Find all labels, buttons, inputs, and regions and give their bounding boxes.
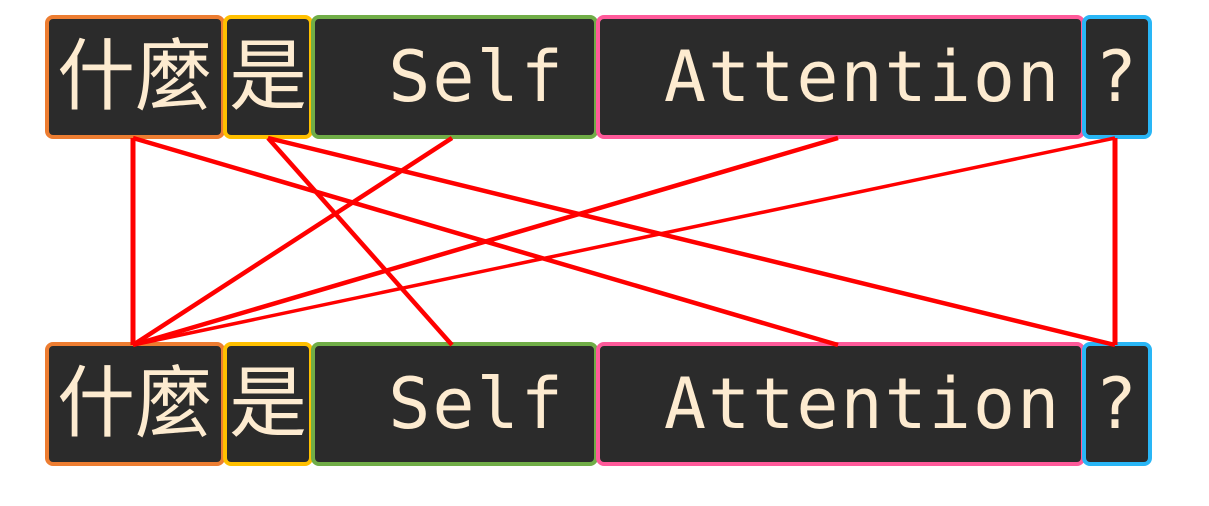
token-label: 是 — [228, 359, 307, 449]
query-token-shi: 是 — [223, 15, 313, 139]
attention-link — [132, 136, 1116, 347]
token-label: 什麼 — [56, 32, 213, 122]
attention-link — [132, 135, 839, 348]
query-token-question-mark: ? — [1082, 15, 1152, 139]
token-label: ? — [1094, 36, 1140, 118]
key-token-shenme: 什麼 — [45, 342, 225, 466]
key-token-question-mark: ? — [1082, 342, 1152, 466]
token-label: 是 — [228, 32, 307, 122]
token-label: Self — [344, 36, 565, 118]
attention-link — [131, 136, 454, 347]
attention-link — [267, 135, 1116, 348]
token-label: ? — [1094, 363, 1140, 445]
attention-link — [132, 135, 839, 348]
token-label: Attention — [619, 363, 1062, 445]
key-token-shi: 是 — [223, 342, 313, 466]
query-token-row: 什麼 是 Self Attention ? — [0, 15, 1209, 139]
key-token-row: 什麼 是 Self Attention ? — [0, 342, 1209, 466]
token-label: Self — [344, 363, 565, 445]
query-token-attention: Attention — [596, 15, 1085, 139]
token-label: 什麼 — [56, 359, 213, 449]
key-token-attention: Attention — [596, 342, 1085, 466]
query-token-self: Self — [311, 15, 598, 139]
query-token-shenme: 什麼 — [45, 15, 225, 139]
key-token-self: Self — [311, 342, 598, 466]
token-label: Attention — [619, 36, 1062, 118]
attention-link — [266, 136, 454, 347]
